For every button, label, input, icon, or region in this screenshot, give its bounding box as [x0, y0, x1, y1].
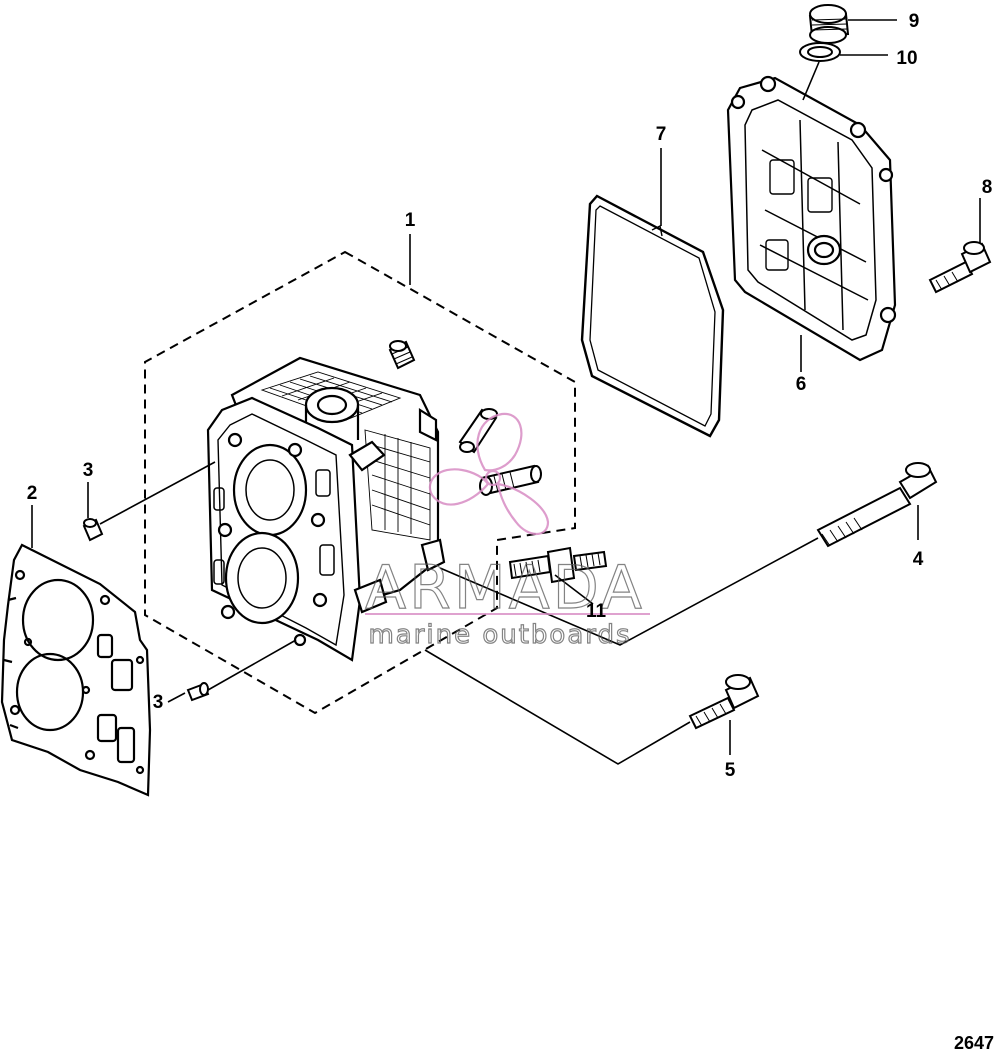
cylinder-head-gasket [0, 543, 152, 797]
callout-2: 2 [27, 483, 38, 504]
cylinder-head-bolt-long [816, 462, 938, 548]
cylinder-head-bolt-short [688, 674, 760, 730]
cylinder-head-assembly-boundary [144, 250, 576, 715]
callout-10: 10 [896, 48, 917, 69]
watermark-tagline: marine outboards [368, 620, 631, 650]
leader-3b [207, 639, 297, 691]
watermark: ARMADA marine outboards [365, 412, 650, 651]
leader-3b-left [167, 692, 186, 703]
callout-4: 4 [913, 549, 924, 570]
filler-plug [808, 4, 850, 44]
cylinder-head [206, 356, 446, 662]
callout-1: 1 [405, 210, 416, 231]
diagram-reference-number: 2647 [953, 1033, 994, 1053]
watermark-propeller-logo [428, 412, 550, 536]
cylinder-head-cover [726, 75, 897, 362]
leader-4 [439, 537, 819, 646]
sleeve-insert [458, 408, 498, 454]
leader-11 [554, 574, 594, 605]
leader-5-extension [424, 649, 691, 765]
leader-10-down [802, 61, 820, 101]
cover-gasket [580, 194, 725, 438]
dowel-pin-upper [82, 518, 104, 542]
callout-numbers: 1 2 3 3 4 5 6 7 8 9 10 11 [27, 11, 993, 781]
sealing-washer [799, 42, 841, 62]
dowel-pin-lower [186, 682, 210, 702]
leader-3a [99, 461, 216, 525]
callout-3-lower: 3 [153, 692, 164, 713]
callout-9: 9 [909, 11, 920, 32]
temperature-sensor [508, 546, 608, 584]
watermark-brand: ARMADA [365, 553, 645, 623]
callout-7: 7 [656, 124, 667, 145]
leader-lines [31, 19, 981, 765]
callout-5: 5 [725, 760, 736, 781]
callout-6: 6 [796, 374, 807, 395]
callout-11: 11 [586, 601, 607, 622]
callout-8: 8 [982, 177, 993, 198]
cover-bolt [928, 241, 992, 294]
callout-3-upper: 3 [83, 460, 94, 481]
plug-insert [388, 340, 416, 370]
